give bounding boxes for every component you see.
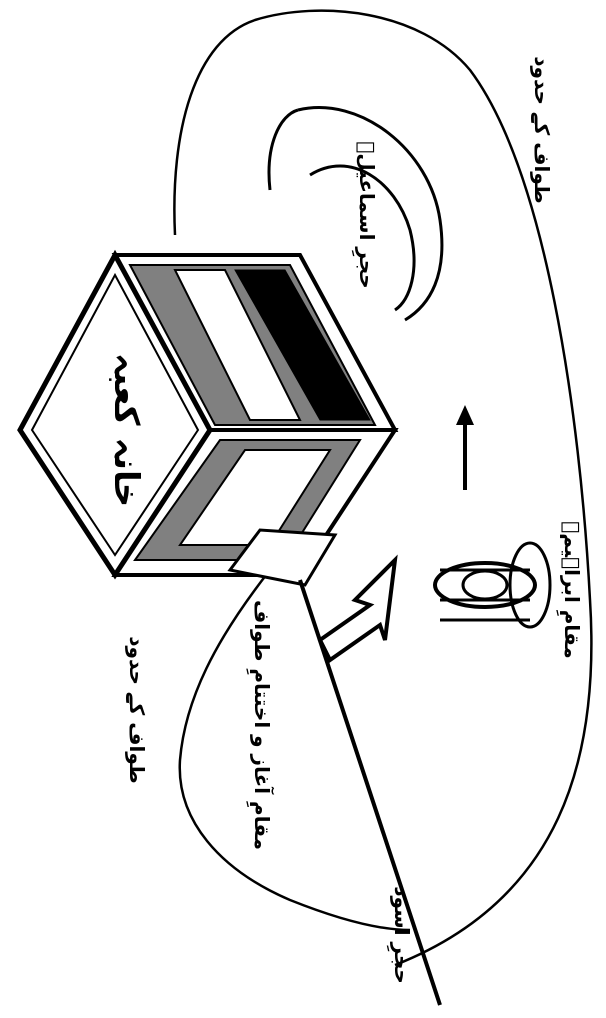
arrow-up-icon: [456, 405, 474, 490]
tawaf-start-end-label: مقامِ آغاز و اختتامِ طواف: [246, 600, 275, 850]
black-stone-label: حجرِ اسود: [387, 886, 414, 984]
black-stone-line: [300, 580, 440, 1005]
tawaf-boundary-label-top: طواف کے حدود: [530, 56, 554, 203]
tawaf-boundary-label-bottom: طواف کے حدود: [125, 636, 149, 783]
arrow-up-right-icon: [320, 560, 395, 660]
kaaba: خانہ کعبہ: [20, 255, 395, 585]
maqam-ibrahim: [435, 543, 550, 627]
kaaba-label: خانہ کعبہ: [106, 353, 146, 508]
hateem-inner-arc: [269, 110, 298, 190]
maqam-ibrahim-label: مقامِ ابراہیمؑ: [556, 521, 584, 658]
hateem-label: حجرِ اسماعیلؑ: [352, 141, 379, 288]
